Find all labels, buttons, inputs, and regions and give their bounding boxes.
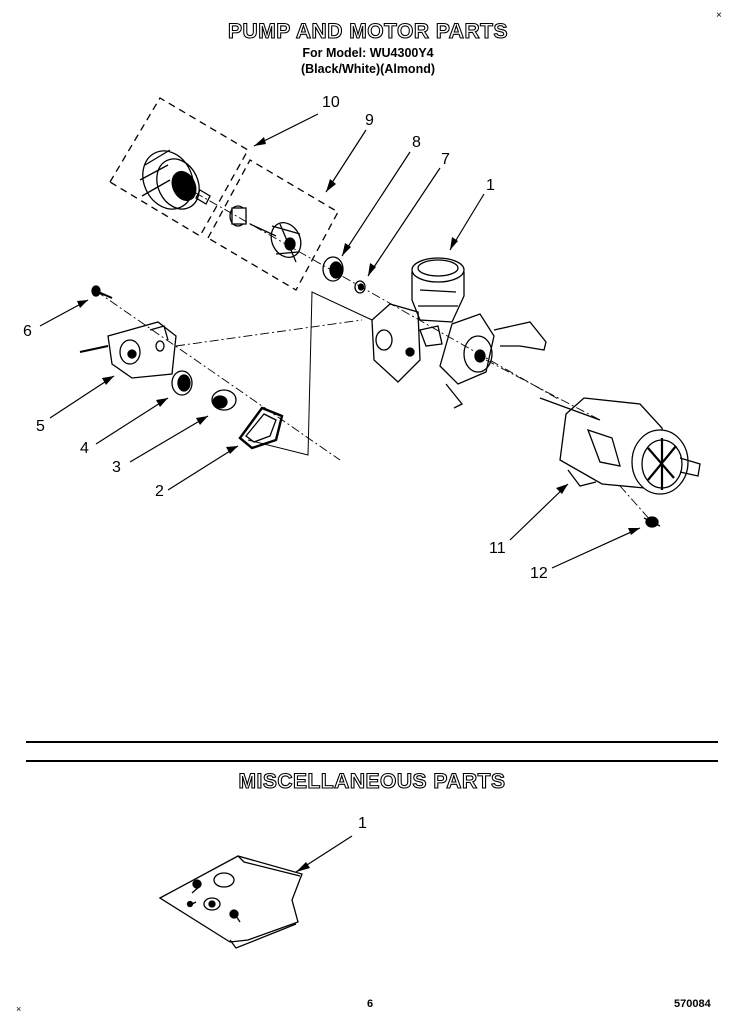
part-5-cover — [79, 321, 177, 379]
callout-6: 6 — [23, 323, 32, 340]
callout-9: 9 — [365, 112, 374, 129]
misc-callout-1: 1 — [358, 815, 367, 832]
callout-4: 4 — [80, 440, 89, 457]
divider-top — [26, 741, 718, 743]
model-line: For Model: WU4300Y4 — [302, 46, 434, 60]
document-code: 570084 — [674, 998, 711, 1010]
dashed-box-10 — [109, 97, 249, 237]
color-line: (Black/White)(Almond) — [300, 62, 436, 76]
callout-11: 11 — [489, 540, 506, 557]
callout-5: 5 — [36, 418, 45, 435]
part-6-screw — [91, 285, 113, 299]
callout-7: 7 — [441, 151, 450, 168]
part-11-motor — [539, 397, 701, 495]
part-10-cylinder — [139, 149, 211, 210]
arrow-heads — [77, 137, 640, 535]
misc-bag — [158, 855, 303, 949]
dashed-box-9 — [207, 159, 339, 291]
part-7-washer — [354, 280, 366, 294]
part-8-seal — [322, 256, 344, 282]
corner-mark: × — [716, 10, 722, 21]
divider-bottom — [26, 760, 718, 762]
part-4-ring — [171, 370, 193, 396]
part-2-gasket — [238, 406, 284, 450]
page-number: 6 — [367, 998, 374, 1010]
callout-2: 2 — [155, 483, 164, 500]
callout-12: 12 — [530, 565, 548, 582]
callout-8: 8 — [412, 134, 421, 151]
callout-1: 1 — [486, 177, 495, 194]
callout-10: 10 — [322, 94, 340, 111]
misc-title: MISCELLANEOUS PARTS — [238, 769, 506, 793]
part-1-pump-housing — [371, 257, 547, 409]
part-3-diaphragm — [211, 389, 237, 411]
leader-lines — [39, 113, 641, 569]
page-title: PUMP AND MOTOR PARTS — [227, 19, 508, 43]
part-12-screw — [643, 516, 661, 528]
connector-line — [247, 291, 373, 456]
footer-left-mark: × — [16, 1004, 22, 1014]
callout-3: 3 — [112, 459, 121, 476]
part-9-impeller — [229, 205, 302, 263]
axis-lines — [95, 183, 653, 523]
